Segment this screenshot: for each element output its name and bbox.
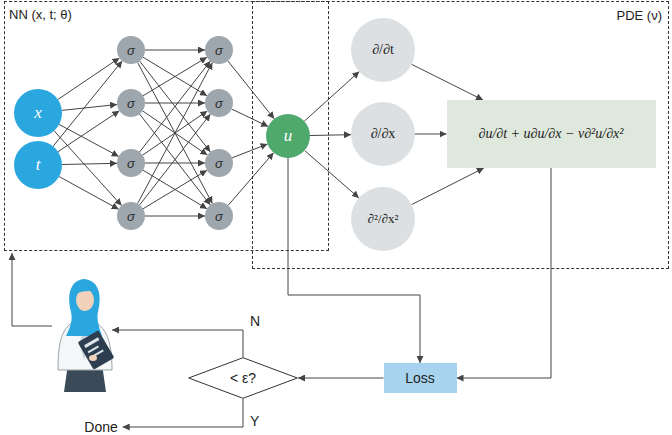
connector bbox=[58, 111, 119, 152]
node-label: x bbox=[34, 103, 42, 123]
connector bbox=[145, 103, 205, 104]
equation-box: ∂u/∂t + u∂u/∂x − ν∂²u/∂x² bbox=[447, 100, 656, 168]
node-label: σ bbox=[215, 43, 223, 58]
no-branch-arrow bbox=[112, 330, 243, 357]
neuron-node: σ bbox=[205, 202, 233, 230]
scientist-figure bbox=[58, 279, 114, 392]
branch-label: N bbox=[250, 313, 260, 329]
output-node: u bbox=[266, 114, 310, 158]
connector bbox=[62, 163, 117, 164]
connector bbox=[232, 109, 269, 127]
connector bbox=[145, 50, 205, 51]
connector bbox=[304, 72, 359, 122]
loss-box: Loss bbox=[384, 363, 457, 393]
neuron-node: σ bbox=[205, 89, 233, 117]
connector bbox=[59, 177, 119, 210]
node-label: σ bbox=[127, 209, 135, 224]
connector bbox=[59, 124, 119, 156]
network-region: NN (x, t; θ) x t σ σ σ σ σ σ σ σ u bbox=[5, 2, 328, 250]
feedback-arrows bbox=[12, 253, 243, 357]
node-label: < ε? bbox=[230, 370, 256, 386]
neuron-node: σ bbox=[205, 149, 233, 177]
node-label: t bbox=[36, 155, 41, 175]
connector bbox=[58, 58, 120, 100]
connector bbox=[145, 216, 205, 217]
derivative-node: ∂/∂t bbox=[351, 18, 415, 82]
region-title: PDE (ν) bbox=[617, 8, 663, 23]
node-label: ∂/∂t bbox=[372, 42, 394, 58]
connector bbox=[310, 134, 351, 136]
neuron-node: σ bbox=[117, 202, 145, 230]
node-label: Done bbox=[84, 419, 117, 435]
connector bbox=[138, 62, 213, 203]
connector bbox=[53, 61, 122, 146]
node-label: ∂u/∂t + u∂u/∂x − ν∂²u/∂x² bbox=[479, 126, 624, 142]
region-title: NN (x, t; θ) bbox=[9, 7, 72, 22]
derivative-node: ∂/∂x bbox=[351, 102, 415, 166]
neuron-node: σ bbox=[117, 36, 145, 64]
input-node: x bbox=[14, 89, 62, 137]
connector bbox=[288, 158, 420, 363]
connector bbox=[123, 399, 243, 427]
connector bbox=[298, 378, 384, 379]
node-label: Loss bbox=[405, 370, 435, 386]
branch-label: Y bbox=[250, 413, 259, 429]
connector bbox=[140, 114, 211, 205]
connector bbox=[138, 62, 213, 203]
connector bbox=[228, 153, 274, 206]
connector bbox=[62, 105, 117, 111]
connector bbox=[140, 61, 211, 152]
done-terminal: Done bbox=[82, 418, 119, 435]
neuron-node: σ bbox=[117, 89, 145, 117]
connector bbox=[140, 61, 211, 152]
connector bbox=[145, 163, 205, 164]
connector bbox=[54, 131, 122, 206]
neuron-node: σ bbox=[117, 149, 145, 177]
connector bbox=[143, 170, 207, 209]
connector bbox=[305, 151, 359, 198]
node-label: u bbox=[284, 126, 293, 146]
input-node: t bbox=[14, 141, 62, 189]
pde-region: PDE (ν) ∂/∂t ∂/∂x ∂²/∂x² ∂u/∂t + u∂u/∂x − ν∂… bbox=[253, 2, 668, 268]
node-label: σ bbox=[127, 43, 135, 58]
connector bbox=[412, 168, 484, 205]
retrain-arrow bbox=[12, 253, 52, 326]
connector bbox=[232, 144, 268, 158]
connector bbox=[415, 134, 447, 135]
derivative-node: ∂²/∂x² bbox=[351, 187, 415, 251]
connector bbox=[457, 168, 552, 378]
node-label: σ bbox=[127, 156, 135, 171]
node-label: σ bbox=[127, 96, 135, 111]
connector bbox=[140, 114, 211, 205]
node-label: ∂²/∂x² bbox=[368, 211, 399, 227]
decision-diamond: < ε? bbox=[188, 357, 298, 399]
node-label: ∂/∂x bbox=[371, 126, 396, 142]
node-label: σ bbox=[215, 209, 223, 224]
neuron-node: σ bbox=[205, 36, 233, 64]
node-label: σ bbox=[215, 156, 223, 171]
node-label: σ bbox=[215, 96, 223, 111]
connector bbox=[412, 64, 483, 100]
